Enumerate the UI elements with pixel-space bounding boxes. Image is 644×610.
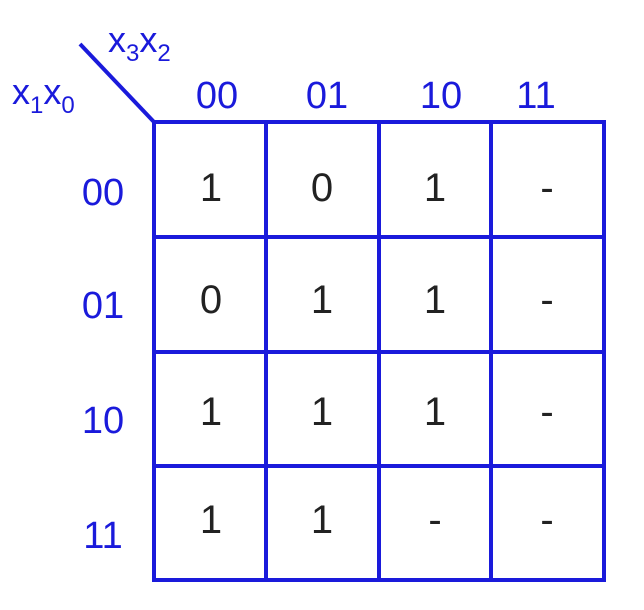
cell-value: 1 xyxy=(200,498,222,542)
row-var-2: x xyxy=(43,71,61,112)
column-header: 01 xyxy=(306,75,348,117)
cell-value: 1 xyxy=(311,498,333,542)
cell-value: - xyxy=(540,498,553,542)
row-var-1-subscript: 1 xyxy=(30,92,43,119)
row-variables-label: x1x0 xyxy=(12,71,75,119)
cell-value: - xyxy=(428,498,441,542)
col-var-1: x xyxy=(108,19,126,60)
row-var-1: x xyxy=(12,71,30,112)
column-header: 10 xyxy=(420,75,462,117)
col-var-2-subscript: 2 xyxy=(157,40,170,67)
cell-value: 0 xyxy=(200,278,222,322)
row-header: 11 xyxy=(83,515,122,557)
cell-value: - xyxy=(540,278,553,322)
cell-value: 1 xyxy=(424,166,446,210)
grid xyxy=(152,120,606,582)
cell-value: 1 xyxy=(200,166,222,210)
cell-value: 0 xyxy=(311,166,333,210)
cell-value: 1 xyxy=(424,278,446,322)
row-header: 00 xyxy=(82,172,124,214)
row-header: 10 xyxy=(82,400,124,442)
column-variables-label: x3x2 xyxy=(108,19,171,67)
cell-value: - xyxy=(540,166,553,210)
column-header: 00 xyxy=(196,75,238,117)
row-header: 01 xyxy=(82,285,124,327)
cell-value: 1 xyxy=(311,390,333,434)
col-var-1-subscript: 3 xyxy=(126,40,139,67)
cell-value: - xyxy=(540,390,553,434)
column-header: 11 xyxy=(516,75,555,117)
cell-value: 1 xyxy=(424,390,446,434)
cell-value: 1 xyxy=(200,390,222,434)
row-var-2-subscript: 0 xyxy=(61,92,74,119)
corner-diagonal xyxy=(78,42,156,124)
cell-value: 1 xyxy=(311,278,333,322)
col-var-2: x xyxy=(139,19,157,60)
